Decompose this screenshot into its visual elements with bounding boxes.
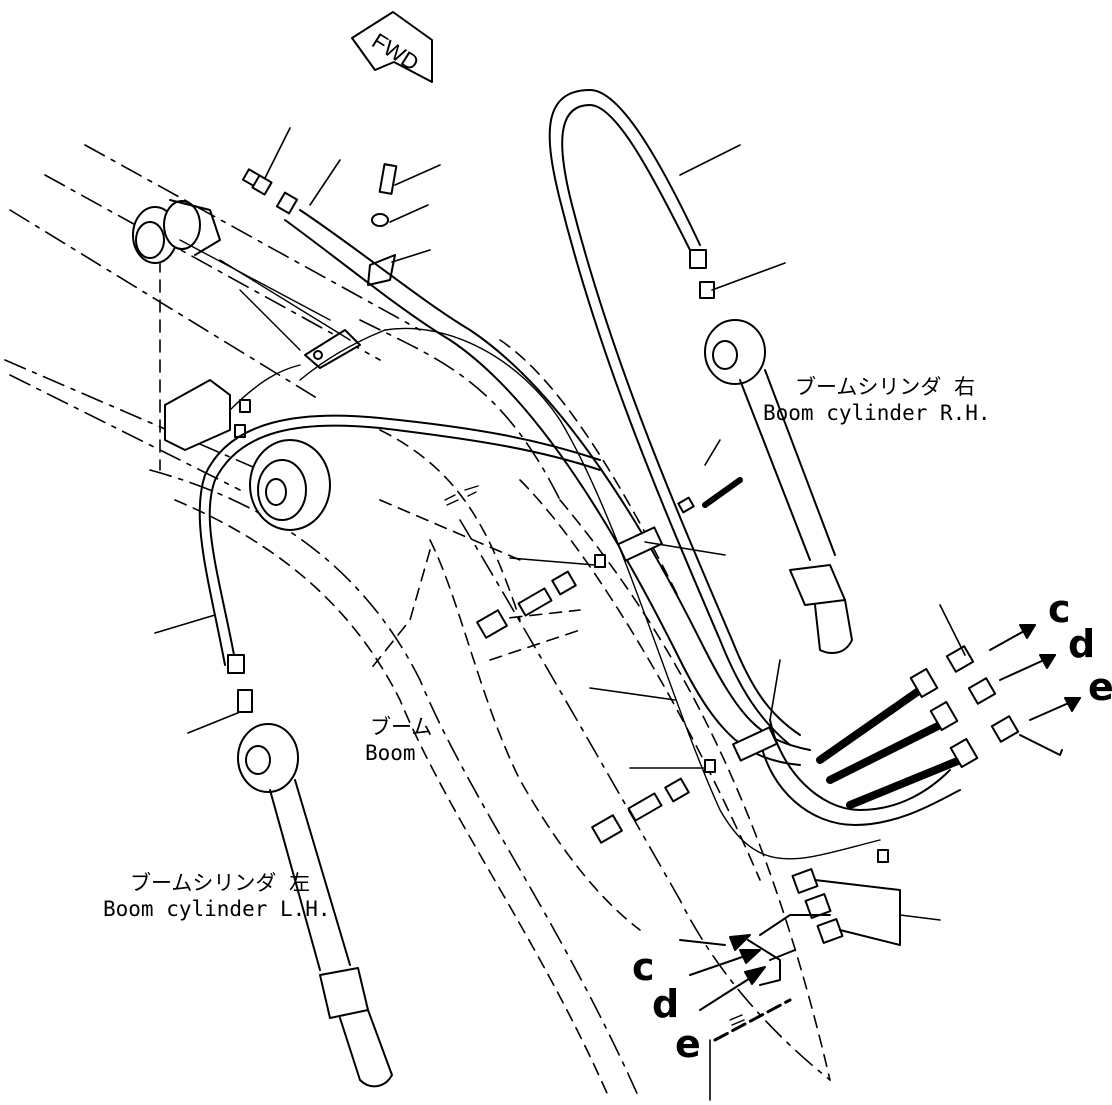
hose-clamp-bracket	[304, 254, 396, 369]
hose-loop-rh	[548, 89, 961, 826]
ref-c-right: c	[1048, 587, 1071, 631]
ref-d-bottom: d	[652, 982, 680, 1026]
boom-label-jp: ブーム	[370, 715, 433, 739]
hose-loop-lh	[198, 414, 601, 666]
boom-marks	[444, 485, 745, 1026]
fittings	[227, 163, 889, 863]
leader-lines	[154, 127, 966, 1101]
boom-cylinder-rh-label-en: Boom cylinder R.H.	[763, 401, 991, 425]
boom-cylinder-boss	[249, 439, 331, 531]
bottom-fittings	[713, 868, 901, 1042]
boom-cylinder-lh-label-en: Boom cylinder L.H.	[103, 897, 331, 921]
arrows-bottom	[679, 934, 766, 1011]
arrows-right	[989, 624, 1081, 756]
ref-e-right: e	[1088, 665, 1112, 709]
boom-label-en: Boom	[365, 741, 416, 765]
ref-e-bottom: e	[675, 1022, 701, 1066]
boom-cylinder-rh-label-jp: ブームシリンダ 右	[795, 375, 976, 399]
harness-lines	[179, 239, 881, 860]
ref-d-right: d	[1068, 622, 1096, 666]
boom-foot-pin	[132, 199, 221, 264]
junction-block	[164, 379, 251, 451]
hose-pipe-main	[284, 209, 811, 766]
hose-ends-right	[816, 645, 1020, 809]
boom-body-outline	[4, 144, 831, 1101]
boom-cylinder-lh-label-jp: ブームシリンダ 左	[130, 871, 311, 895]
ref-c-bottom: c	[632, 945, 655, 989]
boom-cylinder-rh	[704, 319, 853, 654]
boom-cylinder-lh	[237, 723, 393, 1088]
fwd-direction-tag: FWD	[351, 11, 433, 83]
